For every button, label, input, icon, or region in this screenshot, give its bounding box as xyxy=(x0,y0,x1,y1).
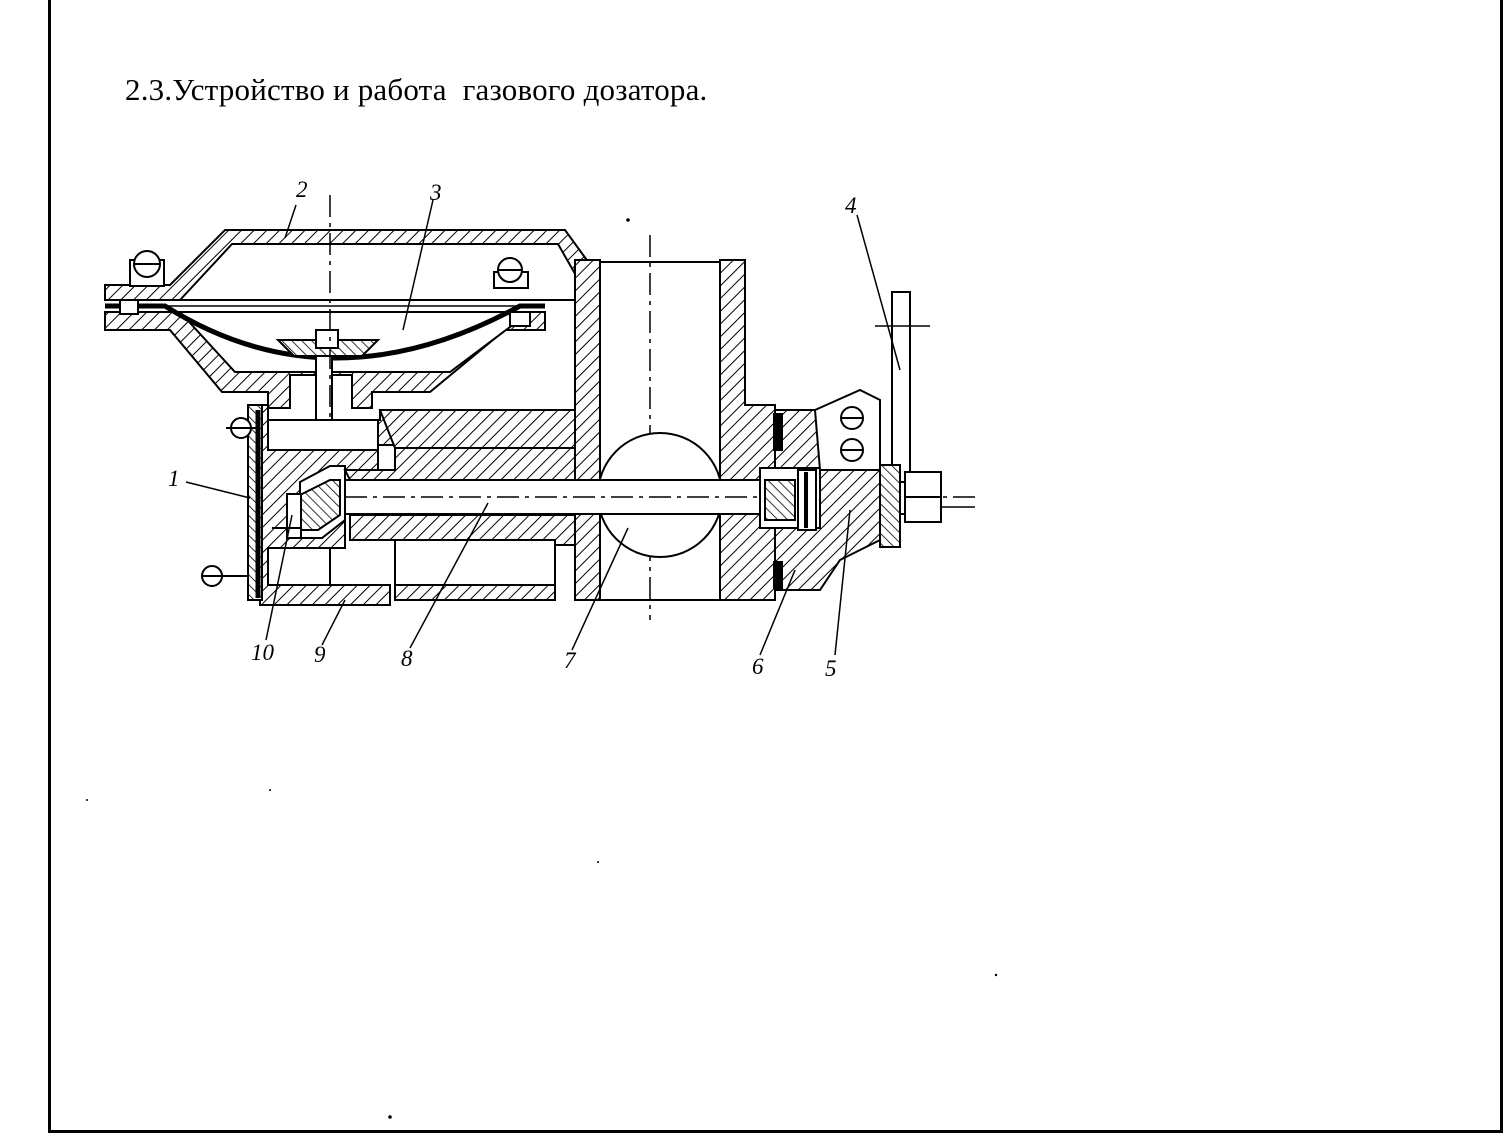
callout-6: 6 xyxy=(752,654,764,679)
diaphragm-membrane xyxy=(105,303,545,361)
callout-4: 4 xyxy=(845,193,857,218)
intake-pipe xyxy=(574,235,776,620)
mounting-bracket xyxy=(813,388,881,471)
flange-screw-left xyxy=(119,250,165,315)
cover-screw-top xyxy=(226,417,256,439)
callout-10: 10 xyxy=(251,640,275,665)
control-lever xyxy=(875,291,930,548)
shaft-nut xyxy=(904,471,975,523)
lever-linkage xyxy=(272,465,346,539)
callout-7: 7 xyxy=(564,648,577,673)
cover-screw-bottom xyxy=(201,565,248,587)
callout-3: 3 xyxy=(429,180,442,205)
leader-lines xyxy=(185,199,901,656)
shaft-seal-housing xyxy=(759,409,881,591)
flange-screw-right xyxy=(493,257,531,327)
callout-1: 1 xyxy=(168,466,180,491)
callout-5: 5 xyxy=(825,656,837,681)
scan-specks xyxy=(86,218,998,1119)
callout-2: 2 xyxy=(296,177,308,202)
page-frame xyxy=(48,0,1503,1133)
callout-9: 9 xyxy=(314,642,326,667)
diaphragm-cover xyxy=(104,229,607,301)
callout-8: 8 xyxy=(401,646,413,671)
section-heading: 2.3.Устройство и работа газового дозатор… xyxy=(125,72,708,107)
